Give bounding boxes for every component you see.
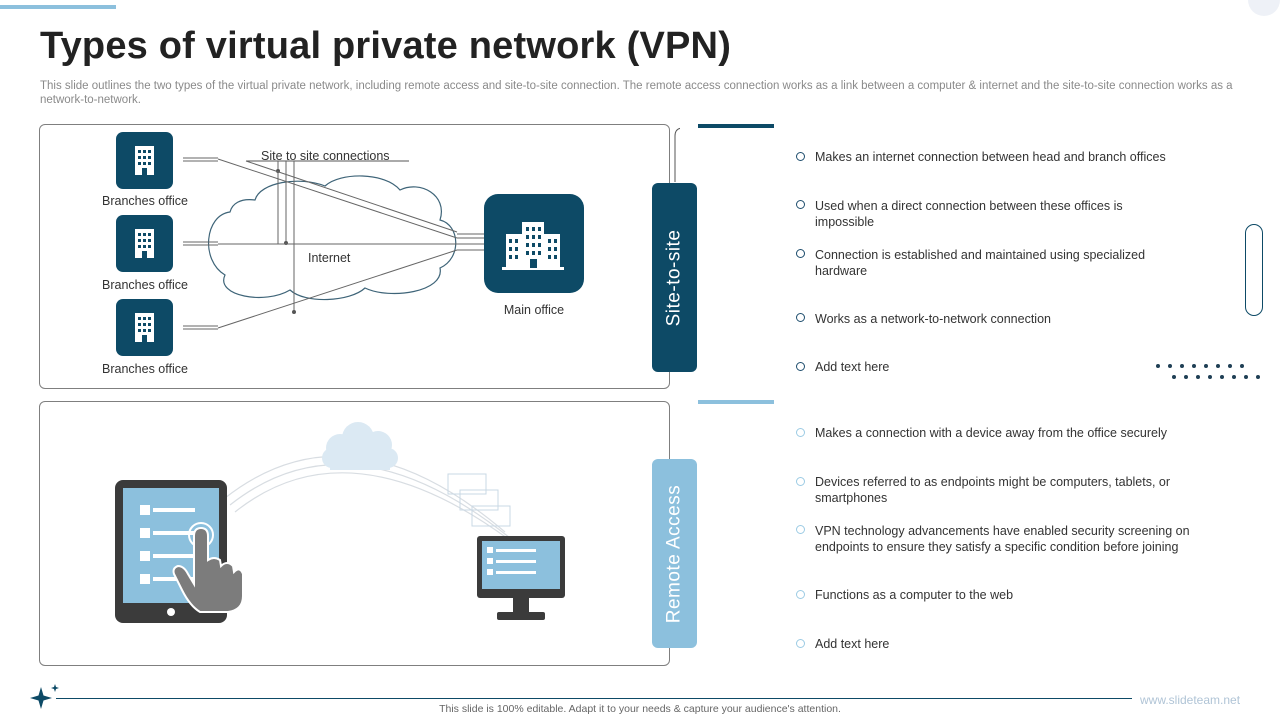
site-to-site-tab: Site-to-site (652, 183, 697, 372)
building-icon (135, 313, 154, 342)
branch-office-building-1 (116, 132, 173, 189)
remote-access-tab-label: Remote Access (663, 484, 685, 623)
building-icon (135, 146, 154, 175)
hand-pointer-icon (172, 522, 244, 613)
remote-point-2: Devices referred to as endpoints might b… (815, 475, 1171, 505)
scroll-pill-decoration (1245, 224, 1263, 316)
remote-section-accent-bar (698, 400, 774, 404)
building-icon (502, 222, 564, 270)
site-connection-label: Site to site connections (261, 149, 390, 163)
site-point-2: Used when a direct connection between th… (815, 199, 1123, 229)
main-office-caption: Main office (503, 303, 565, 317)
site-point-4: Works as a network-to-network connection (815, 312, 1051, 326)
branch-office-caption-1: Branches office (102, 194, 188, 208)
remote-point-4: Functions as a computer to the web (815, 588, 1014, 602)
bullet-dot (796, 428, 805, 437)
remote-point-1: Makes a connection with a device away fr… (815, 426, 1168, 440)
building-icon (135, 229, 154, 258)
branch-office-caption-2: Branches office (102, 278, 188, 292)
remote-access-tab: Remote Access (652, 459, 697, 648)
sparkle-icon (30, 684, 59, 709)
branch-office-building-3 (116, 299, 173, 356)
dot-grid-decoration (1156, 364, 1268, 382)
remote-access-illustration (115, 422, 565, 623)
cloud-icon (208, 175, 457, 301)
site-section-accent-bar (698, 124, 774, 128)
bullet-dot (796, 477, 805, 486)
remote-point-5: Add text here (815, 637, 890, 651)
bullet-dot (796, 249, 805, 258)
bullet-dot (796, 525, 805, 534)
bullet-dot (796, 200, 805, 209)
site-url-link[interactable]: www.slideteam.net (1140, 693, 1241, 707)
internet-label: Internet (308, 251, 351, 265)
site-point-3: Connection is established and maintained… (815, 248, 1146, 278)
page-subtitle: This slide outlines the two types of the… (40, 80, 1233, 106)
page-title: Types of virtual private network (VPN) (40, 25, 732, 67)
site-point-1: Makes an internet connection between hea… (815, 150, 1166, 164)
site-connection-lines (183, 127, 680, 330)
footer-divider (56, 698, 1132, 699)
monitor-icon (477, 536, 565, 620)
bullet-dot (796, 313, 805, 322)
bullet-dot (796, 362, 805, 371)
corner-decoration (1248, 0, 1280, 16)
site-to-site-tab-label: Site-to-site (663, 229, 685, 326)
main-office-building (484, 194, 584, 293)
branch-office-caption-3: Branches office (102, 362, 188, 376)
footer-note: This slide is 100% editable. Adapt it to… (439, 703, 841, 715)
remote-point-3: VPN technology advancements have enabled… (815, 524, 1190, 554)
bullet-dot (796, 639, 805, 648)
bullet-dot (796, 152, 805, 161)
site-point-5: Add text here (815, 360, 890, 374)
cloud-icon (322, 422, 398, 470)
branch-office-building-2 (116, 215, 173, 272)
top-accent-bar (0, 5, 116, 9)
bullet-dot (796, 590, 805, 599)
